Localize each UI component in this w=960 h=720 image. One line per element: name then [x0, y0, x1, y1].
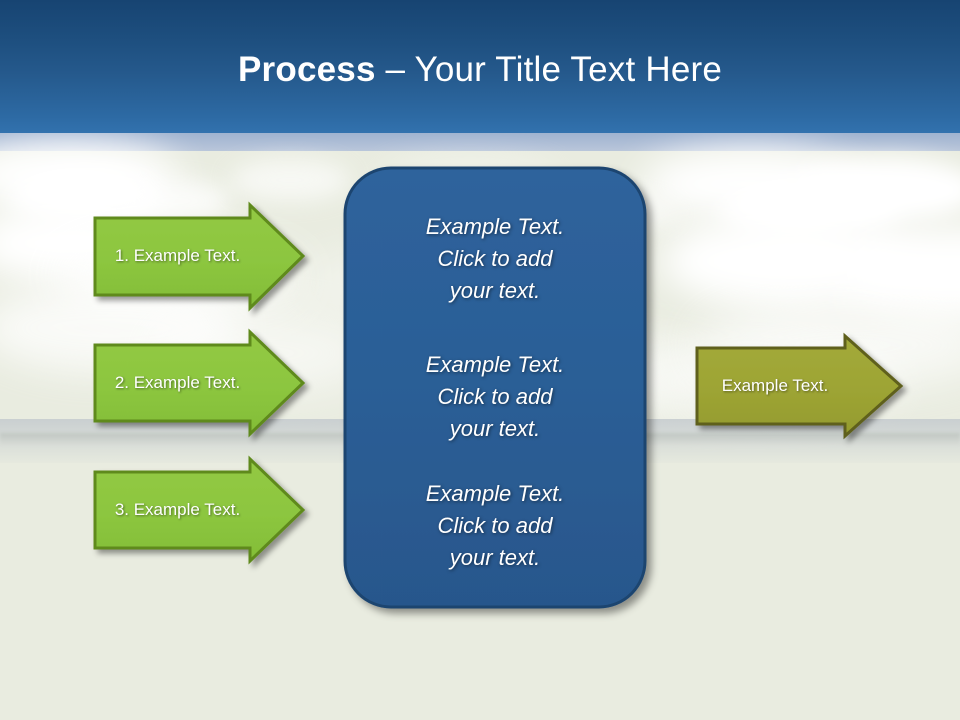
process-box[interactable]	[343, 166, 647, 609]
page-title-separator: –	[375, 50, 415, 89]
background-upper-band	[0, 133, 960, 151]
title-bar: Process – Your Title Text Here	[0, 0, 960, 133]
page-title: Process – Your Title Text Here	[0, 49, 960, 91]
page-title-light: Your Title Text Here	[414, 50, 722, 89]
output-arrow[interactable]	[695, 332, 904, 440]
input-arrow-3[interactable]	[93, 455, 306, 565]
input-arrow-2[interactable]	[93, 328, 306, 438]
page-title-strong: Process	[238, 50, 376, 89]
input-arrow-1[interactable]	[93, 201, 306, 312]
